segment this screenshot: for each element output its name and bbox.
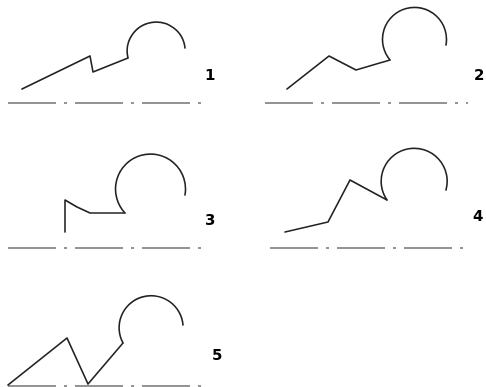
figure-1: 1	[8, 21, 215, 104]
figure-4-label: 4	[473, 207, 483, 225]
figure-2-line	[286, 55, 391, 90]
figure-2-arc	[381, 6, 448, 61]
figure-5-arc	[118, 294, 184, 344]
figure-5-line	[7, 337, 124, 386]
figure-5: 5	[7, 294, 222, 387]
figure-1-label: 1	[205, 66, 215, 84]
figure-2-label: 2	[474, 66, 484, 84]
figure-3-label: 3	[205, 211, 215, 229]
figure-4: 4	[270, 147, 483, 249]
figure-3: 3	[8, 153, 215, 249]
figure-3-arc	[114, 153, 187, 214]
figure-5-label: 5	[212, 346, 222, 364]
figure-4-line	[284, 179, 388, 233]
figure-3-line	[64, 199, 126, 233]
figure-4-arc	[380, 147, 448, 201]
figure-1-line	[21, 55, 129, 90]
figure-1-arc	[126, 21, 186, 59]
figure-2: 2	[265, 6, 484, 104]
